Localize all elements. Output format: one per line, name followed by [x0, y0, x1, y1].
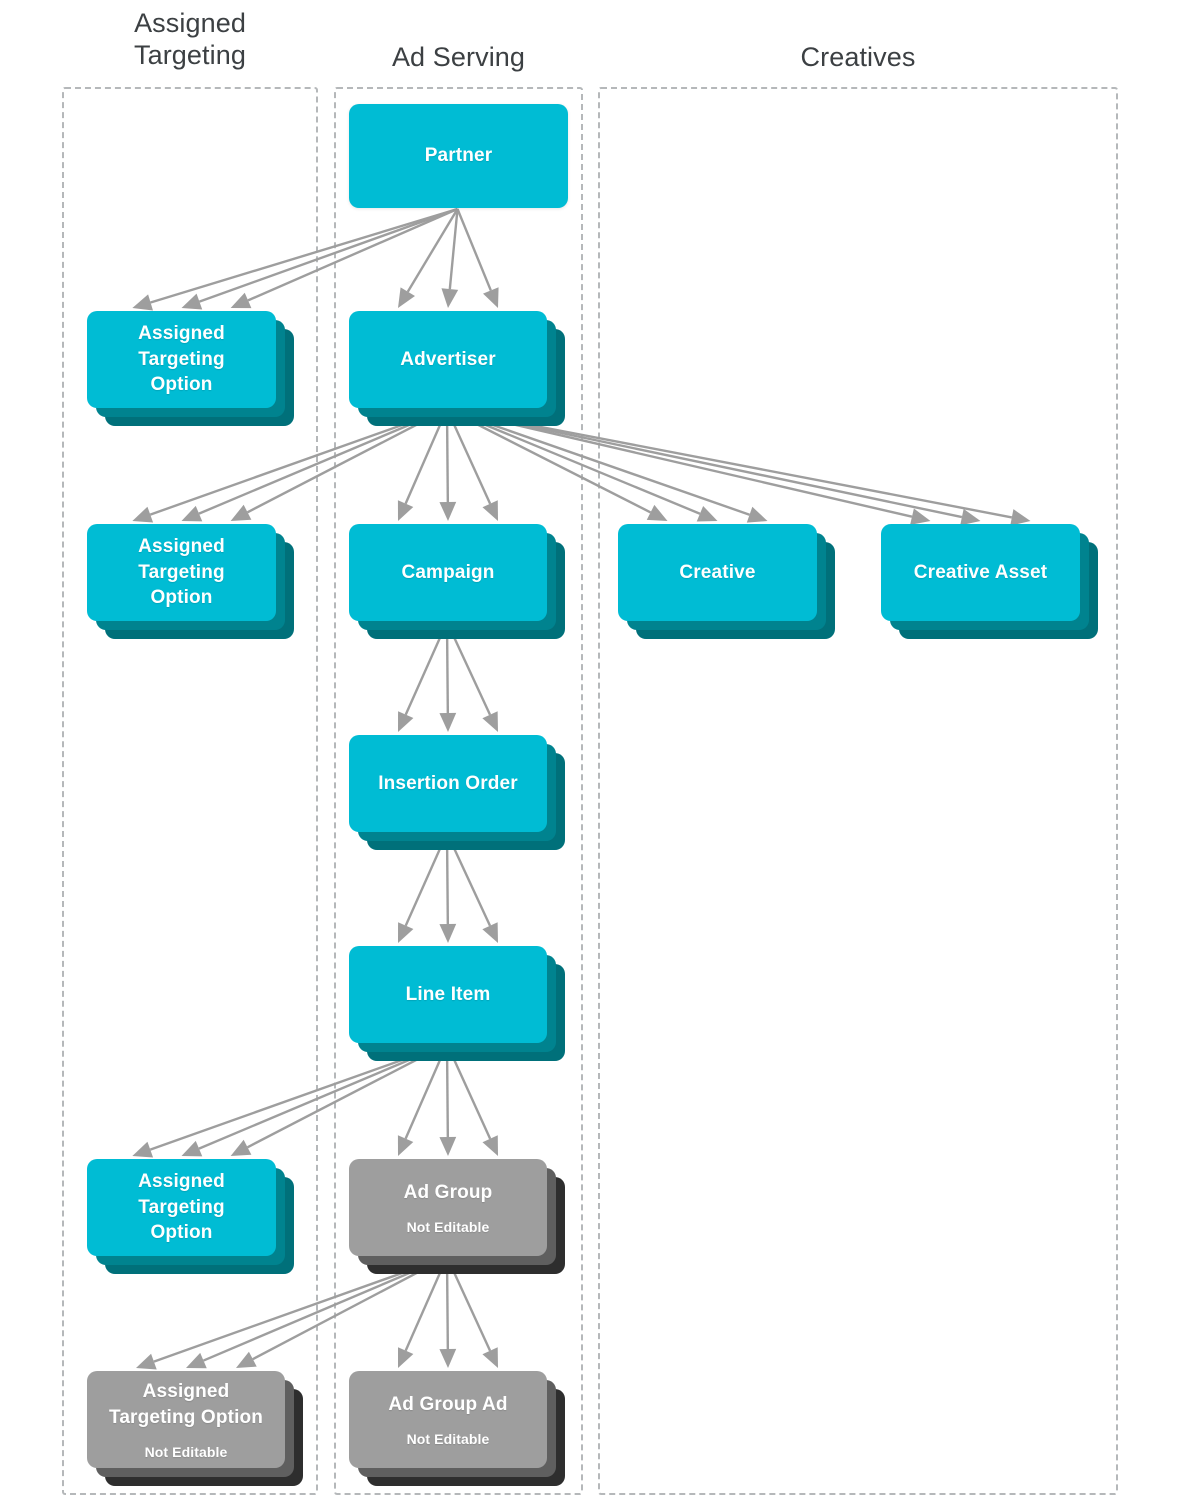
node-campaign[interactable]: Campaign: [349, 524, 565, 639]
node-subtitle-not-editable: Not Editable: [144, 1443, 228, 1460]
node-subtitle-not-editable: Not Editable: [406, 1218, 490, 1235]
node-card: Advertiser: [349, 311, 547, 408]
node-card: Partner: [349, 104, 568, 208]
node-card: Insertion Order: [349, 735, 547, 832]
node-title-line: Option: [150, 1222, 213, 1244]
node-card: Line Item: [349, 946, 547, 1043]
node-creative-asset[interactable]: Creative Asset: [881, 524, 1098, 639]
node-title-line: Partner: [424, 145, 493, 167]
node-creative[interactable]: Creative: [618, 524, 835, 639]
node-ad-group-ad[interactable]: Ad Group Ad Not Editable: [349, 1371, 565, 1486]
node-line-item[interactable]: Line Item: [349, 946, 565, 1061]
node-title-line: Line Item: [405, 983, 491, 1005]
node-title: Insertion Order: [378, 771, 518, 797]
node-title-line: Campaign: [401, 561, 495, 583]
lane-ad-serving: [334, 87, 583, 1495]
node-title: Partner: [425, 143, 493, 169]
node-title-line: Creative: [679, 561, 756, 583]
node-card: Ad Group Ad Not Editable: [349, 1371, 547, 1468]
lane-assigned-targeting: [62, 87, 318, 1495]
node-subtitle-not-editable: Not Editable: [406, 1430, 490, 1447]
node-title: Campaign: [401, 560, 494, 586]
node-title: Advertiser: [400, 347, 496, 373]
node-title-line: Option: [150, 587, 213, 609]
node-title-line: Targeting: [138, 561, 225, 583]
lane-creatives: [598, 87, 1118, 1495]
column-header-assigned-targeting: Assigned Targeting: [62, 8, 318, 72]
node-title: Creative Asset: [914, 560, 1047, 586]
column-header-line-1: Assigned: [134, 8, 246, 38]
node-advertiser[interactable]: Advertiser: [349, 311, 565, 426]
node-card: Creative Asset: [881, 524, 1080, 621]
node-title-line: Ad Group Ad: [388, 1394, 508, 1416]
node-title-line: Assigned: [142, 1381, 230, 1403]
node-title-line: Targeting Option: [108, 1407, 264, 1428]
node-title-line: Targeting: [138, 348, 225, 370]
node-title-line: Targeting: [138, 1196, 225, 1218]
node-insertion-order[interactable]: Insertion Order: [349, 735, 565, 850]
node-title-line: Ad Group: [403, 1182, 493, 1204]
node-title-line: Insertion Order: [378, 772, 518, 794]
column-header-line-2: Targeting: [134, 39, 246, 70]
column-header-creatives: Creatives: [800, 42, 916, 72]
node-partner[interactable]: Partner: [349, 104, 568, 208]
node-title: Ad Group Ad: [388, 1392, 507, 1418]
node-title-line: Assigned: [138, 323, 225, 345]
node-title: Ad Group: [404, 1180, 493, 1206]
column-header-ad-serving: Ad Serving: [391, 42, 526, 72]
node-title-line: Option: [150, 374, 213, 396]
node-title: Line Item: [406, 982, 491, 1008]
node-title-line: Advertiser: [400, 348, 496, 370]
node-card: Campaign: [349, 524, 547, 621]
node-card: Creative: [618, 524, 817, 621]
node-title-line: Assigned: [138, 536, 225, 558]
node-title-line: Assigned: [138, 1171, 225, 1193]
node-title-line: Creative Asset: [913, 561, 1048, 583]
node-title: Creative: [679, 560, 755, 586]
